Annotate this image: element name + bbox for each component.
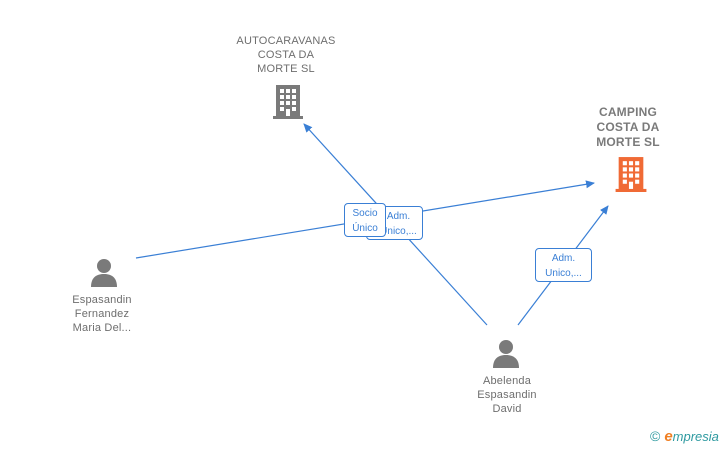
company-label-camping[interactable]: CAMPING COSTA DA MORTE SL	[578, 105, 678, 150]
edge-label-line: Adm.	[386, 211, 411, 222]
person-label-line: Maria Del...	[72, 322, 132, 334]
person-label-line: Espasandin	[477, 389, 537, 401]
company-label-line: COSTA DA	[596, 120, 660, 134]
person-label-abelenda[interactable]: Abelenda Espasandin David	[455, 374, 559, 416]
edge-label-line: Único	[352, 223, 378, 234]
edge-label-line: Unico,...	[545, 268, 582, 279]
empresia-logo: ©empresia	[650, 428, 719, 445]
copyright-symbol: ©	[650, 428, 661, 444]
company-label-line: CAMPING	[598, 105, 658, 119]
company-label-line: MORTE SL	[596, 135, 660, 149]
brand-name: mpresia	[672, 429, 719, 444]
person-label-line: Abelenda	[482, 375, 532, 387]
person-label-espasandin[interactable]: Espasandin Fernandez Maria Del...	[50, 293, 154, 335]
company-label-autocaravanas[interactable]: AUTOCARAVANAS COSTA DA MORTE SL	[226, 34, 346, 76]
building-icon[interactable]	[273, 83, 303, 119]
company-label-line: MORTE SL	[257, 63, 315, 75]
edge-label-line: Adm.	[551, 253, 576, 264]
person-label-line: David	[492, 403, 522, 415]
company-label-line: AUTOCARAVANAS	[236, 35, 336, 47]
person-label-line: Fernandez	[74, 308, 130, 320]
edge-label-line: Unico,...	[380, 226, 417, 237]
brand-first-letter: e	[664, 428, 673, 445]
person-label-line: Espasandin	[72, 294, 132, 306]
edge-label-adm-unico-camping[interactable]: Adm. Unico,...	[535, 248, 592, 282]
person-icon[interactable]	[89, 257, 119, 287]
person-icon[interactable]	[491, 338, 521, 368]
company-label-line: COSTA DA	[257, 49, 315, 61]
edge-label-line: Socio	[352, 208, 378, 219]
building-icon[interactable]	[615, 155, 647, 192]
edge-label-socio-unico[interactable]: Socio Único	[344, 203, 386, 237]
